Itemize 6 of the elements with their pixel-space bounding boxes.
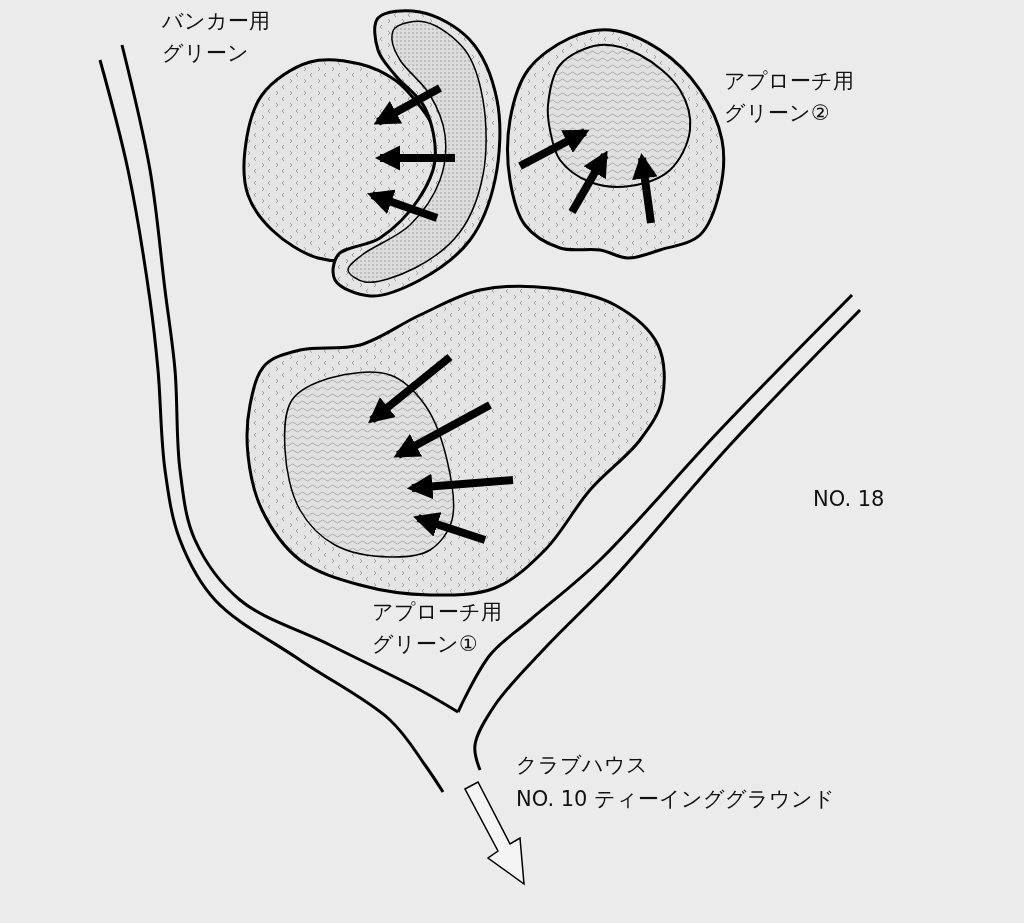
destination-label: NO. 10 ティーインググラウンド [516,786,836,813]
area-label: アプローチ用グリーン① [372,599,503,658]
area-label: アプローチ用グリーン② [724,68,855,127]
destination-label: クラブハウス [516,752,648,779]
area-label: バンカー用グリーン [162,8,271,67]
hole-label: NO. 18 [813,486,885,513]
